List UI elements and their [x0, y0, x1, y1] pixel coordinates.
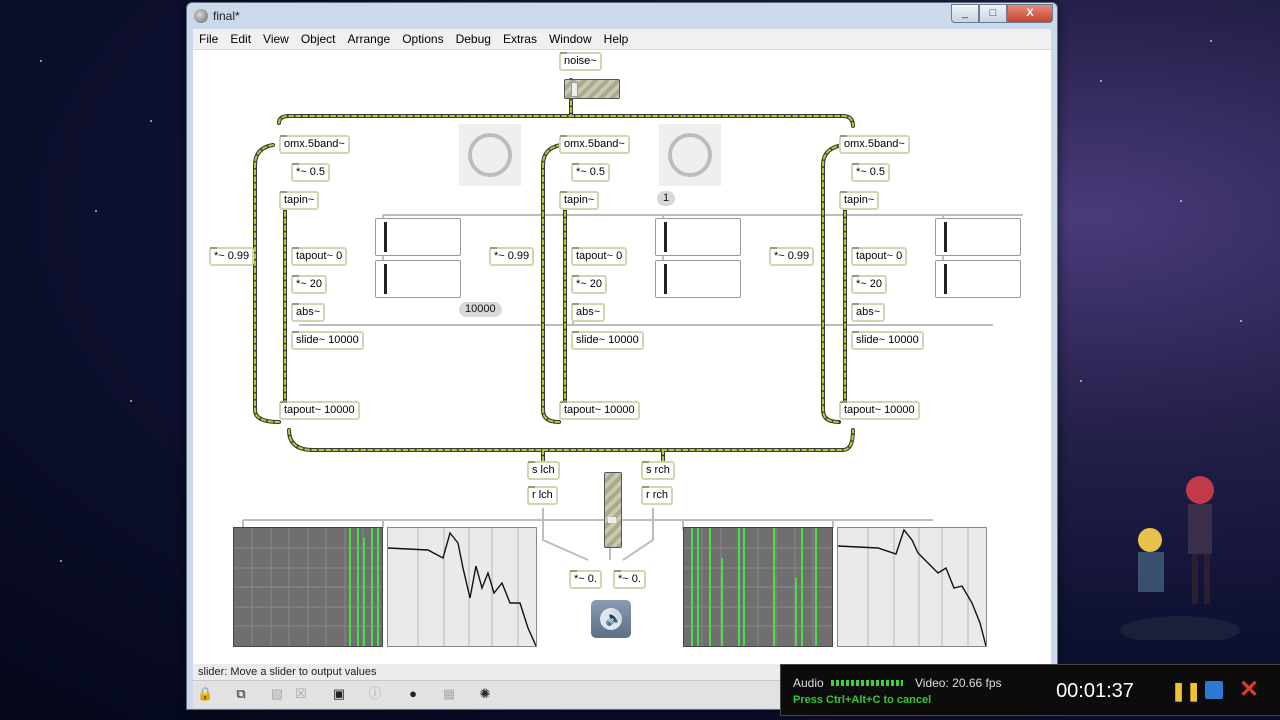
presentation-icon[interactable]: ⧉ [236, 686, 246, 701]
menu-edit[interactable]: Edit [230, 32, 252, 46]
pause-icon[interactable]: ❚❚ [1171, 681, 1202, 701]
tapin-object-2[interactable]: tapin~ [559, 191, 600, 210]
speaker-icon: 🔊 [605, 610, 623, 626]
number-box-10000[interactable]: 10000 [459, 302, 502, 317]
multiply-half-object-3[interactable]: *~ 0.5 [851, 163, 891, 182]
grid-snap-icon[interactable]: ▧ [270, 686, 284, 701]
menu-file[interactable]: File [199, 32, 219, 46]
meter-lower-2[interactable] [655, 260, 741, 298]
grid-icon[interactable]: ▦ [442, 686, 456, 701]
tapout-10000-object-3[interactable]: tapout~ 10000 [839, 401, 920, 420]
menu-extras[interactable]: Extras [502, 32, 537, 46]
tapin-object-3[interactable]: tapin~ [839, 191, 880, 210]
gain-slider[interactable] [564, 79, 620, 99]
screen-capture-overlay: Audio Video: 20.66 fps Press Ctrl+Alt+C … [780, 664, 1280, 716]
object-palette-icon[interactable]: ▣ [332, 686, 346, 701]
maximize-button[interactable]: □ [979, 4, 1007, 23]
minimize-button[interactable]: _ [951, 4, 979, 23]
patch-cords [242, 78, 1023, 561]
inspector-icon[interactable]: ⓘ [368, 686, 382, 701]
menu-view[interactable]: View [263, 32, 289, 46]
max-app-icon [194, 9, 208, 23]
tapout-10000-object-2[interactable]: tapout~ 10000 [559, 401, 640, 420]
spectrum-right-trace [838, 528, 986, 646]
menu-arrange[interactable]: Arrange [347, 32, 391, 46]
abs-object-2[interactable]: abs~ [571, 303, 606, 322]
scope-left-trace [234, 528, 382, 646]
abs-object-1[interactable]: abs~ [291, 303, 326, 322]
abs-object-3[interactable]: abs~ [851, 303, 886, 322]
multiply-zero-right-object[interactable]: *~ 0. [613, 570, 646, 589]
window-title: final* [213, 9, 240, 23]
meter-upper-1[interactable] [375, 218, 461, 256]
patcher-canvas[interactable]: noise~ omx.5band~ *~ 0.5 tapin~ *~ 0.99 … [193, 50, 1051, 664]
send-lch-object[interactable]: s lch [527, 461, 560, 480]
cancel-recording-icon[interactable]: ✕ [1239, 676, 1260, 703]
spectrum-right [837, 527, 987, 647]
feedback-object-1[interactable]: *~ 0.99 [209, 247, 255, 266]
scope-right [683, 527, 833, 647]
ezdac-speaker-button[interactable]: 🔊 [591, 600, 631, 638]
menu-object[interactable]: Object [300, 32, 336, 46]
omx-5band-object-3[interactable]: omx.5band~ [839, 135, 910, 154]
dial-1[interactable] [459, 124, 521, 186]
audio-level-meter [831, 680, 903, 686]
slide-object-3[interactable]: slide~ 10000 [851, 331, 924, 350]
menu-debug[interactable]: Debug [455, 32, 491, 46]
menu-help[interactable]: Help [603, 32, 629, 46]
omx-5band-object-1[interactable]: omx.5band~ [279, 135, 350, 154]
meter-upper-3[interactable] [935, 218, 1021, 256]
volume-slider[interactable] [604, 472, 622, 548]
feedback-object-3[interactable]: *~ 0.99 [769, 247, 815, 266]
tapout-zero-object-2[interactable]: tapout~ 0 [571, 247, 628, 266]
multiply-half-object-1[interactable]: *~ 0.5 [291, 163, 331, 182]
menu-bar: File Edit View Object Arrange Options De… [193, 29, 1051, 50]
receive-lch-object[interactable]: r lch [527, 486, 558, 505]
spectrum-left-trace [388, 528, 536, 646]
tapout-10000-object-1[interactable]: tapout~ 10000 [279, 401, 360, 420]
slide-object-2[interactable]: slide~ 10000 [571, 331, 644, 350]
menu-options[interactable]: Options [402, 32, 444, 46]
tapout-zero-object-3[interactable]: tapout~ 0 [851, 247, 908, 266]
lock-icon[interactable]: 🔒 [197, 686, 214, 701]
menu-window[interactable]: Window [548, 32, 592, 46]
multiply-zero-left-object[interactable]: *~ 0. [569, 570, 602, 589]
feedback-object-2[interactable]: *~ 0.99 [489, 247, 535, 266]
capture-audio-label: Audio [793, 676, 824, 690]
cancel-icon[interactable]: ☒ [295, 686, 307, 701]
patch-cord-icon[interactable]: ● [409, 686, 417, 701]
dsp-status-icon[interactable]: ✺ [479, 686, 491, 701]
meter-lower-3[interactable] [935, 260, 1021, 298]
receive-rch-object[interactable]: r rch [641, 486, 673, 505]
capture-timer: 00:01:37 [1056, 680, 1134, 702]
close-button[interactable]: X [1007, 4, 1053, 23]
multiply-20-object-2[interactable]: *~ 20 [571, 275, 607, 294]
scope-left [233, 527, 383, 647]
stop-icon[interactable] [1205, 681, 1223, 699]
slide-object-1[interactable]: slide~ 10000 [291, 331, 364, 350]
multiply-half-object-2[interactable]: *~ 0.5 [571, 163, 611, 182]
capture-video-fps: Video: 20.66 fps [915, 676, 1002, 690]
title-bar[interactable]: final* _ □ X [187, 3, 1057, 29]
scope-right-trace [684, 528, 832, 646]
capture-cancel-hint: Press Ctrl+Alt+C to cancel [793, 694, 932, 706]
tapin-object-1[interactable]: tapin~ [279, 191, 320, 210]
meter-upper-2[interactable] [655, 218, 741, 256]
tapout-zero-object-1[interactable]: tapout~ 0 [291, 247, 348, 266]
send-rch-object[interactable]: s rch [641, 461, 675, 480]
dial-2[interactable] [659, 124, 721, 186]
spectrum-left [387, 527, 537, 647]
max-patcher-window: final* _ □ X File Edit View Object Arran… [186, 2, 1058, 710]
meter-lower-1[interactable] [375, 260, 461, 298]
anime-characters-wallpaper [1120, 476, 1240, 640]
multiply-20-object-3[interactable]: *~ 20 [851, 275, 887, 294]
noise-object[interactable]: noise~ [559, 52, 602, 71]
number-box-1[interactable]: 1 [657, 191, 676, 206]
omx-5band-object-2[interactable]: omx.5band~ [559, 135, 630, 154]
multiply-20-object-1[interactable]: *~ 20 [291, 275, 327, 294]
